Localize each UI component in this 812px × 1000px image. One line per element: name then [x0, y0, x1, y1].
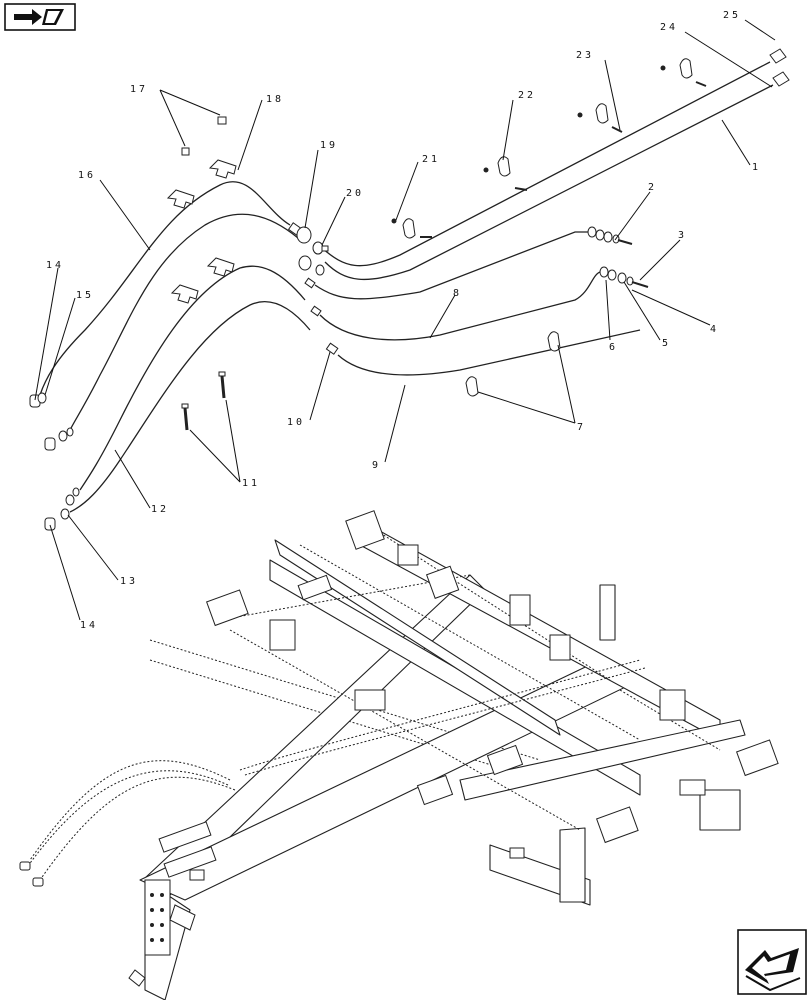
callout-3: 3 — [678, 230, 687, 241]
callout-19: 19 — [320, 140, 338, 151]
bolt-11b — [181, 403, 189, 431]
fitting-20 — [312, 241, 329, 255]
callout-7: 7 — [577, 422, 586, 433]
hose-fittings — [29, 48, 790, 531]
hose-24 — [321, 61, 771, 267]
leader-lines — [34, 19, 776, 621]
hose-2 — [314, 231, 590, 300]
callout-4: 4 — [710, 324, 719, 335]
hose-13 — [69, 301, 311, 513]
fitting-19 — [287, 222, 312, 244]
book-arrow-icon[interactable] — [4, 3, 76, 31]
callout-22: 22 — [518, 90, 536, 101]
callout-14-top: 14 — [46, 260, 64, 271]
hydraulic-hose-set — [39, 61, 774, 513]
fitting-3 — [599, 266, 649, 288]
callout-16: 16 — [78, 170, 96, 181]
callout-18: 18 — [266, 94, 284, 105]
hose-16 — [39, 181, 291, 396]
implement-frame — [19, 510, 779, 1000]
callout-15: 15 — [76, 290, 94, 301]
callout-5: 5 — [662, 338, 671, 349]
callout-21: 21 — [422, 154, 440, 165]
bolt-11a — [218, 371, 226, 399]
callout-23: 23 — [576, 50, 594, 61]
callout-24: 24 — [660, 22, 678, 33]
hose-9 — [337, 329, 641, 376]
callout-9: 9 — [372, 460, 381, 471]
callout-8: 8 — [453, 288, 462, 299]
callout-25: 25 — [723, 10, 741, 21]
callout-2: 2 — [648, 182, 657, 193]
callout-14-bottom: 14 — [80, 620, 98, 631]
hose-15-line — [69, 213, 299, 431]
callout-6: 6 — [609, 342, 618, 353]
callout-17: 17 — [130, 84, 148, 95]
callout-13: 13 — [120, 576, 138, 587]
next-page-arrow-icon[interactable] — [737, 929, 807, 995]
callout-11: 11 — [242, 478, 260, 489]
callout-20: 20 — [346, 188, 364, 199]
hose-12 — [79, 265, 306, 491]
callout-labels: 17 18 16 19 20 21 22 23 24 25 1 2 3 4 5 … — [46, 10, 761, 631]
hose-8 — [319, 271, 601, 341]
clamps-and-bolts — [166, 58, 707, 431]
callout-12: 12 — [151, 504, 169, 515]
callout-1: 1 — [752, 162, 761, 173]
hose-1 — [324, 84, 774, 281]
callout-10: 10 — [287, 417, 305, 428]
hitch-clevis — [128, 879, 196, 987]
fitting-2 — [587, 226, 633, 245]
